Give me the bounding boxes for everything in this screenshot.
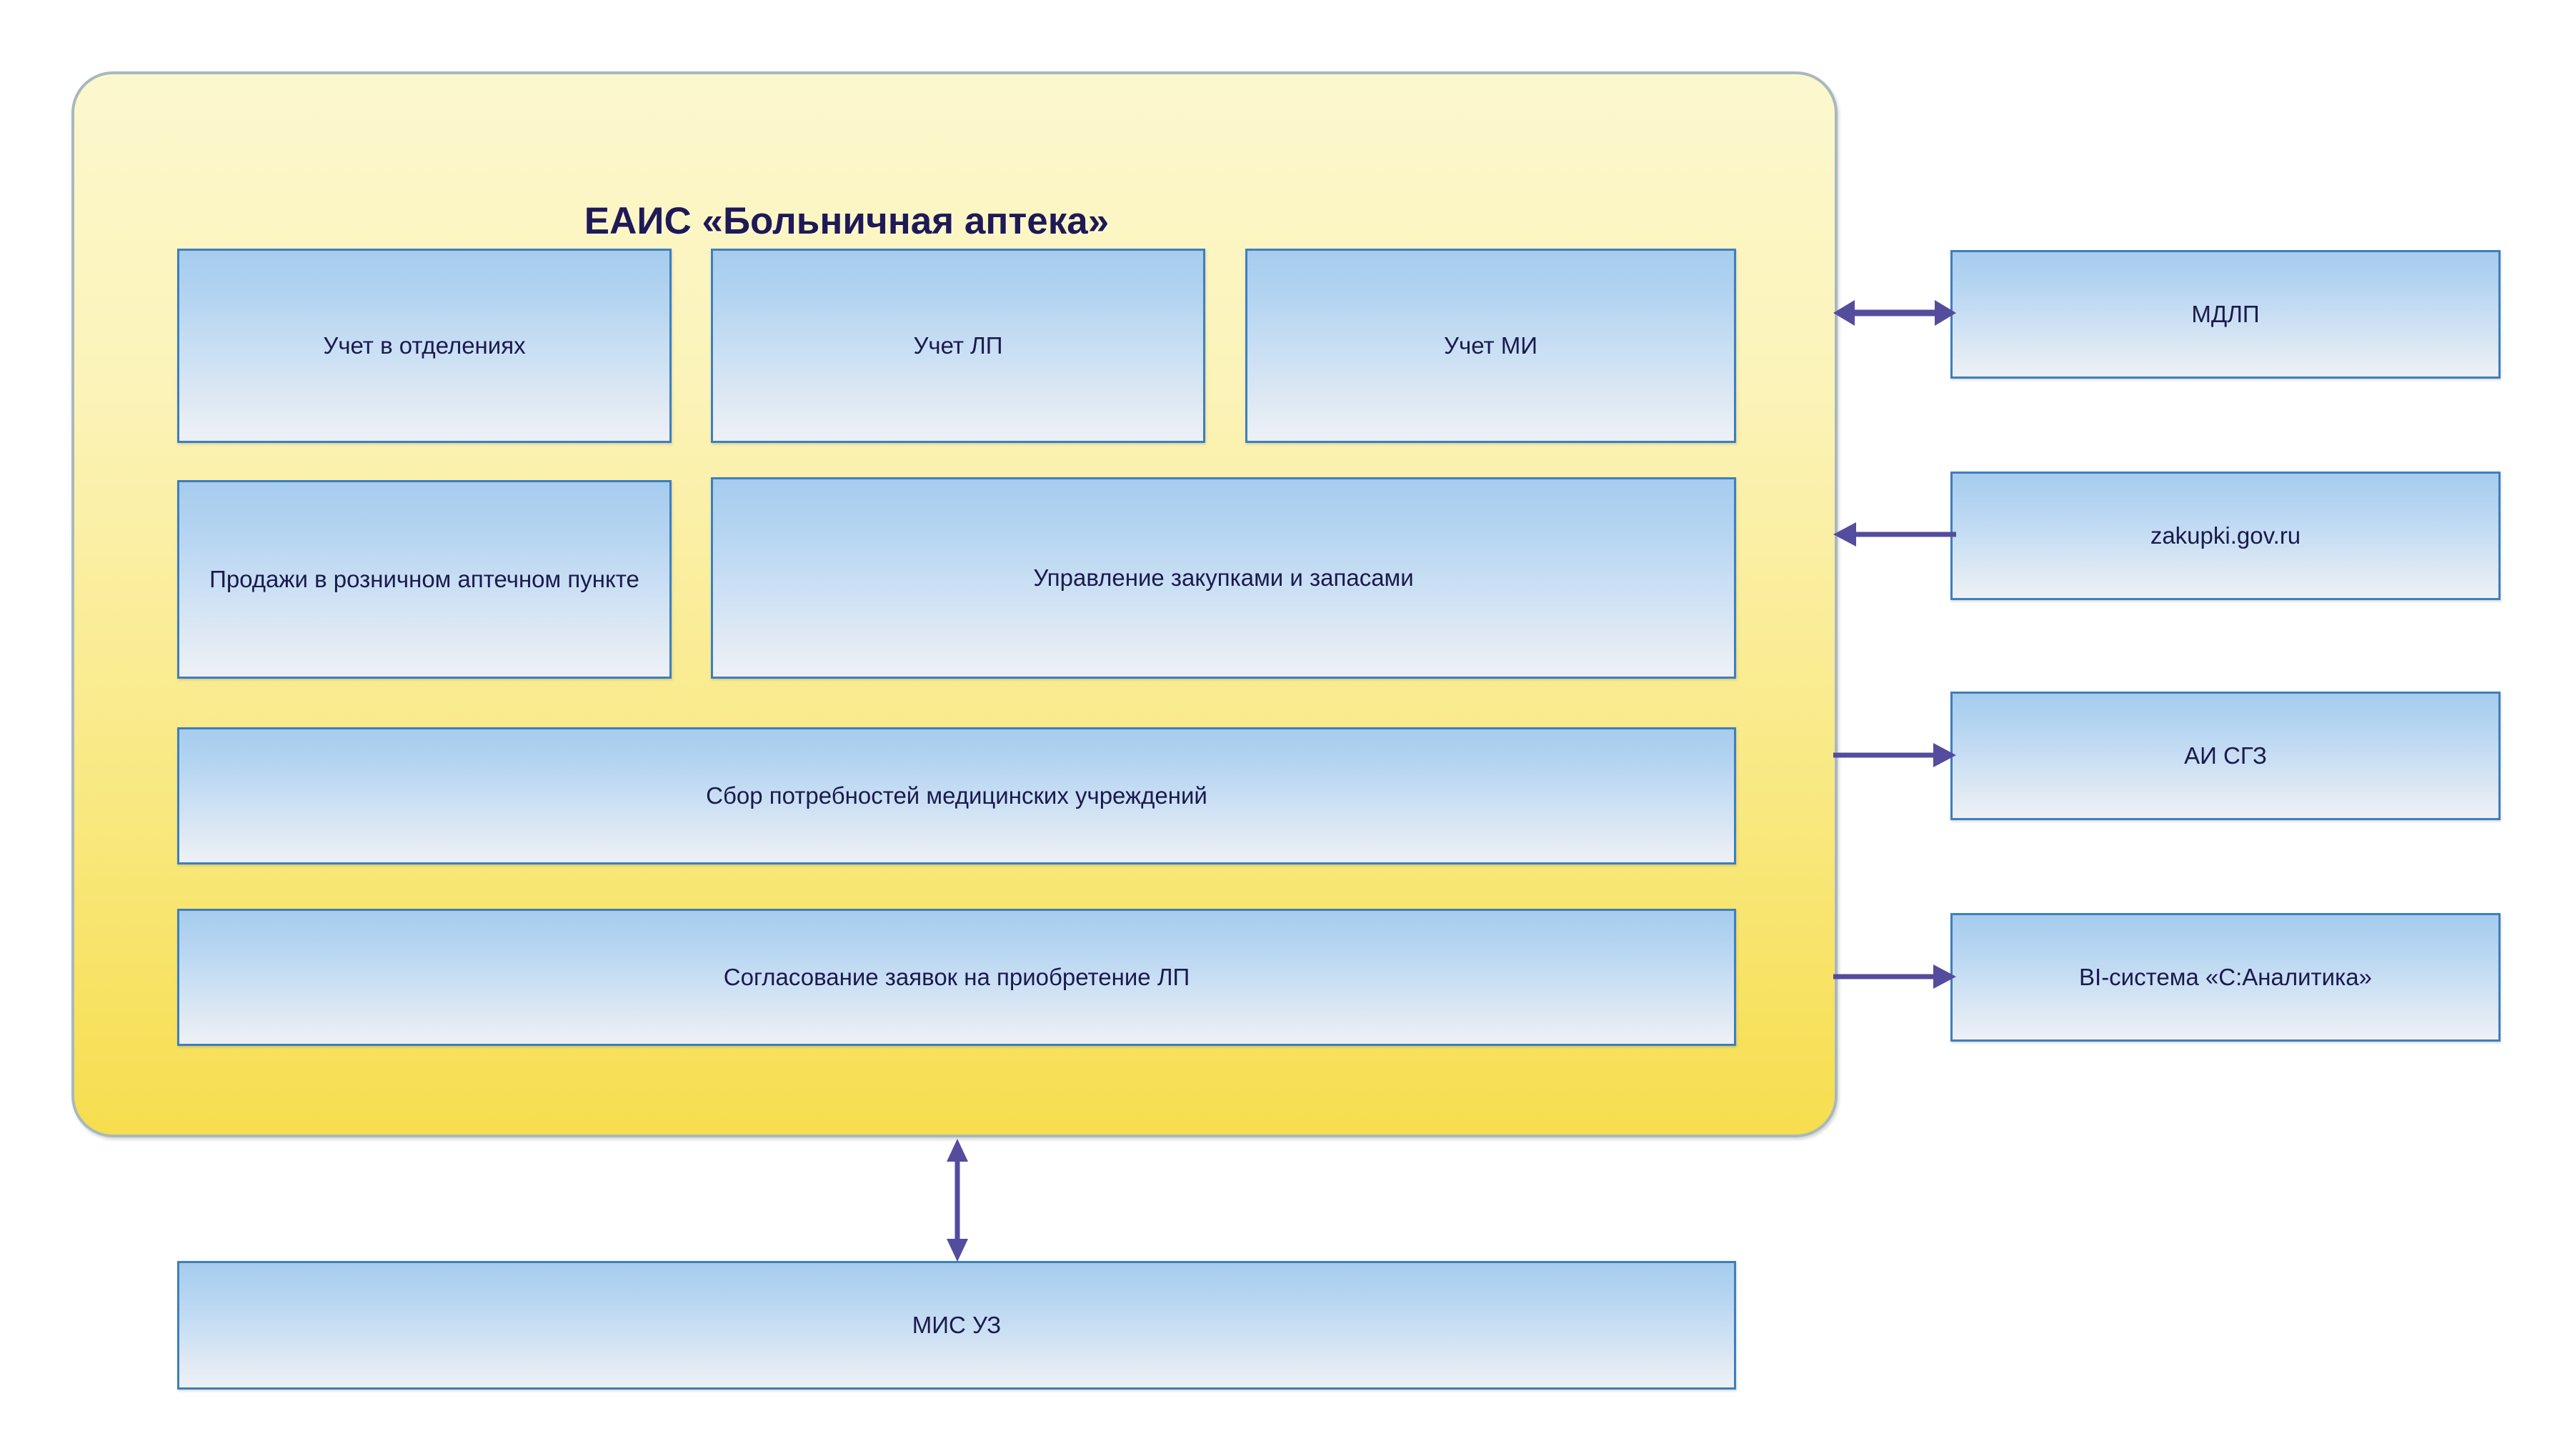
module-box-uchet-lp[interactable]: Учет ЛП [711, 249, 1205, 443]
module-box-soglasovanie-zayavok[interactable]: Согласование заявок на приобретение ЛП [177, 909, 1736, 1046]
external-box-mdlp[interactable]: МДЛП [1950, 250, 2501, 379]
module-box-upravlenie-zakupkami[interactable]: Управление закупками и запасами [711, 477, 1736, 679]
module-label: Сбор потребностей медицинских учреждений [706, 782, 1207, 809]
system-title-text: ЕАИС «Больничная аптека» [584, 200, 1110, 242]
arrow-left-zakupki-icon [1833, 522, 1956, 547]
module-label: Продажи в розничном аптечном пункте [209, 566, 639, 593]
module-label: Согласование заявок на приобретение ЛП [723, 964, 1190, 991]
external-box-ai-sgz[interactable]: АИ СГЗ [1950, 692, 2501, 820]
module-label: Учет МИ [1444, 332, 1537, 359]
arrow-right-ai-sgz-icon [1833, 743, 1956, 767]
module-label: Управление закупками и запасами [1033, 564, 1414, 592]
module-label: Учет в отделениях [323, 332, 526, 359]
module-box-sbor-potrebnostey[interactable]: Сбор потребностей медицинских учреждений [177, 727, 1736, 864]
external-box-bi-analitika[interactable]: BI-система «С:Аналитика» [1950, 913, 2501, 1042]
external-box-mis-uz[interactable]: МИС УЗ [177, 1261, 1736, 1390]
module-box-prodazhi-roznica[interactable]: Продажи в розничном аптечном пункте [177, 480, 672, 679]
system-title: ЕАИС «Больничная аптека» [74, 199, 1840, 243]
arrow-bidirectional-mdlp-icon [1833, 300, 1956, 326]
external-label: zakupki.gov.ru [2150, 522, 2301, 549]
module-box-uchet-mi[interactable]: Учет МИ [1245, 249, 1736, 443]
external-label: МДЛП [2191, 301, 2260, 328]
external-label: АИ СГЗ [2184, 742, 2267, 769]
module-label: Учет ЛП [913, 332, 1003, 359]
external-box-zakupki[interactable]: zakupki.gov.ru [1950, 472, 2501, 600]
arrow-right-bi-analitika-icon [1833, 964, 1956, 989]
module-box-uchet-v-otdeleniyah[interactable]: Учет в отделениях [177, 249, 672, 443]
external-label: МИС УЗ [912, 1312, 1002, 1339]
external-label: BI-система «С:Аналитика» [2079, 964, 2372, 991]
arrow-bidirectional-mis-uz-icon [947, 1139, 968, 1262]
